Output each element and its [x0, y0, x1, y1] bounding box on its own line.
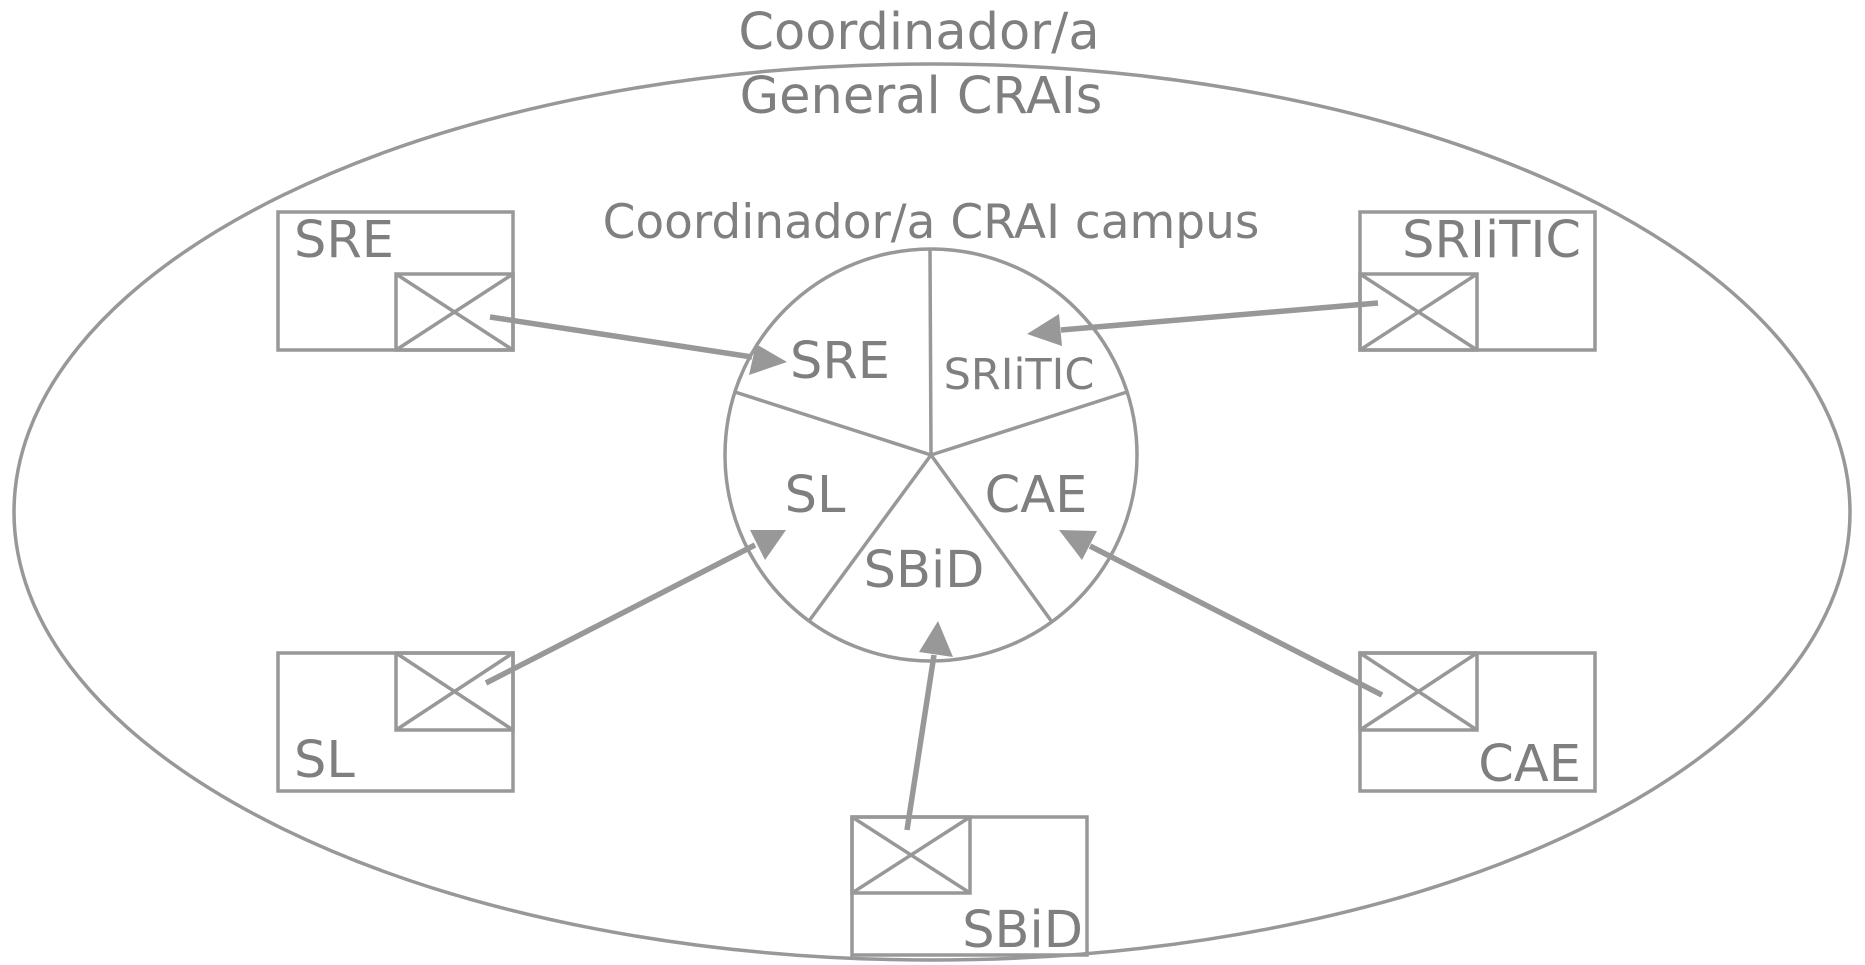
arrow-head-icon [750, 530, 786, 560]
representative-box-icon [394, 651, 515, 732]
arrow-cae-to-wheel [1059, 530, 1384, 698]
unit-box-sbid: SBiD [850, 815, 1089, 960]
wheel-segment-sre: SRE [790, 332, 890, 391]
unit-label-cae: CAE [1478, 735, 1581, 794]
arrow-head-icon [1059, 530, 1097, 560]
arrow-head-icon [919, 621, 953, 657]
general-coordinator-title-line2: General CRAIs [740, 67, 1103, 126]
wheel-divider-bottom-right [929, 453, 1054, 624]
wheel-divider-bottom-left [807, 453, 933, 623]
arrow-sl-to-wheel [484, 530, 786, 686]
wheel-segment-cae: CAE [985, 466, 1088, 525]
unit-label-sriitic: SRIiTIC [1402, 211, 1581, 270]
wheel-segment-sl: SL [785, 466, 846, 525]
wheel-divider-left [734, 390, 932, 457]
campus-wheel: SRE SRIiTIC CAE SL SBiD [723, 247, 1139, 663]
unit-label-sbid: SBiD [962, 901, 1083, 960]
arrow-sre-to-wheel [489, 314, 787, 375]
unit-label-sre: SRE [294, 211, 394, 270]
campus-coordinator-title: Coordinador/a CRAI campus [603, 195, 1260, 250]
representative-box-icon [1358, 272, 1479, 352]
arrow-head-icon [1027, 314, 1062, 346]
wheel-divider-top [928, 248, 933, 456]
wheel-segment-sbid: SBiD [864, 541, 985, 600]
title-backdrop [705, 0, 1145, 58]
general-coordinator-title-line1: Coordinador/a [738, 3, 1099, 62]
representative-box-icon [394, 272, 515, 352]
general-coordination-ellipse [12, 62, 1852, 962]
unit-box-sriitic: SRIiTIC [1358, 210, 1597, 352]
arrow-sbid-to-wheel [904, 621, 953, 831]
unit-box-sre: SRE [276, 210, 515, 352]
unit-box-cae: CAE [1358, 651, 1597, 794]
wheel-segment-sriitic: SRIiTIC [944, 350, 1095, 400]
representative-box-icon [1358, 651, 1479, 732]
arrow-head-icon [749, 344, 787, 375]
arrow-sriitic-to-wheel [1027, 300, 1379, 346]
wheel-divider-right [930, 390, 1128, 457]
unit-box-sl: SL [276, 651, 515, 793]
unit-label-sl: SL [294, 731, 355, 790]
